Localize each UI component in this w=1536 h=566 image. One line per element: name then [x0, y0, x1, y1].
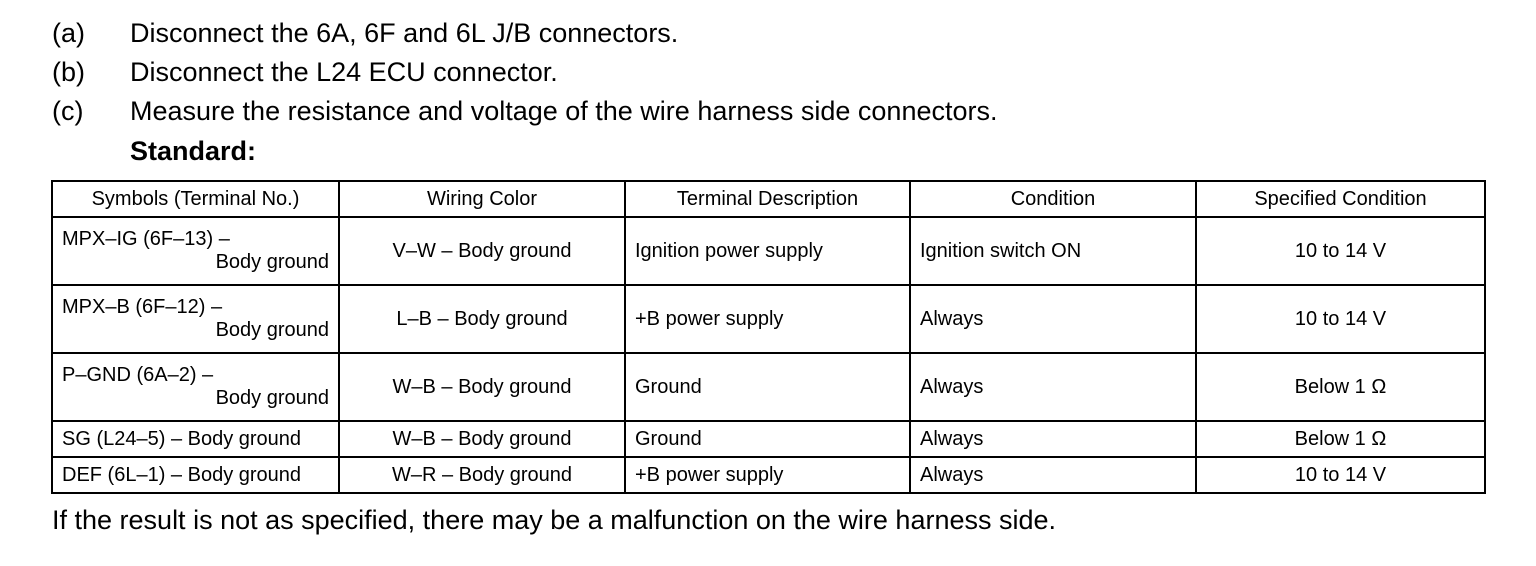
step-letter: (c): [52, 96, 84, 126]
symbol-line-2: Body ground: [215, 319, 329, 341]
cell-symbol: SG (L24–5) – Body ground: [51, 420, 340, 458]
step-text: Disconnect the 6A, 6F and 6L J/B connect…: [130, 18, 679, 48]
step-text: Measure the resistance and voltage of th…: [130, 96, 998, 126]
cell-symbol: DEF (6L–1) – Body ground: [51, 456, 340, 494]
cell-symbol: P–GND (6A–2) – Body ground: [51, 352, 340, 422]
header-wiring-color: Wiring Color: [338, 180, 626, 218]
cell-condition: Always: [909, 352, 1197, 422]
cell-specified: 10 to 14 V: [1195, 456, 1486, 494]
cell-specified: 10 to 14 V: [1195, 216, 1486, 286]
cell-description: +B power supply: [624, 284, 911, 354]
cell-condition: Always: [909, 420, 1197, 458]
header-symbols: Symbols (Terminal No.): [51, 180, 340, 218]
cell-description: +B power supply: [624, 456, 911, 494]
cell-wiring-color: W–B – Body ground: [338, 352, 626, 422]
cell-specified: Below 1 Ω: [1195, 352, 1486, 422]
cell-symbol: MPX–IG (6F–13) – Body ground: [51, 216, 340, 286]
step-b: (b) Disconnect the L24 ECU connector.: [52, 53, 1492, 92]
cell-specified: Below 1 Ω: [1195, 420, 1486, 458]
cell-specified: 10 to 14 V: [1195, 284, 1486, 354]
table-row: DEF (6L–1) – Body ground W–R – Body grou…: [51, 456, 1486, 494]
specification-table: Symbols (Terminal No.) Wiring Color Term…: [51, 180, 1486, 494]
symbol-line-2: Body ground: [215, 251, 329, 273]
step-a: (a) Disconnect the 6A, 6F and 6L J/B con…: [52, 14, 1492, 53]
cell-wiring-color: L–B – Body ground: [338, 284, 626, 354]
cell-symbol: MPX–B (6F–12) – Body ground: [51, 284, 340, 354]
step-letter: (a): [52, 18, 85, 48]
symbol-line-2: Body ground: [215, 387, 329, 409]
symbol-line-1: P–GND (6A–2) –: [62, 364, 214, 386]
table-row: P–GND (6A–2) – Body ground W–B – Body gr…: [51, 352, 1486, 422]
standard-heading: Standard:: [130, 136, 257, 166]
cell-wiring-color: V–W – Body ground: [338, 216, 626, 286]
cell-condition: Always: [909, 456, 1197, 494]
table-row: SG (L24–5) – Body ground W–B – Body grou…: [51, 420, 1486, 458]
cell-wiring-color: W–R – Body ground: [338, 456, 626, 494]
cell-description: Ground: [624, 420, 911, 458]
cell-condition: Ignition switch ON: [909, 216, 1197, 286]
step-letter: (b): [52, 57, 85, 87]
cell-condition: Always: [909, 284, 1197, 354]
step-text: Disconnect the L24 ECU connector.: [130, 57, 558, 87]
step-c: (c) Measure the resistance and voltage o…: [52, 92, 1492, 131]
table-header-row: Symbols (Terminal No.) Wiring Color Term…: [51, 180, 1486, 218]
procedure-steps: (a) Disconnect the 6A, 6F and 6L J/B con…: [52, 14, 1492, 131]
table-row: MPX–B (6F–12) – Body ground L–B – Body g…: [51, 284, 1486, 354]
cell-wiring-color: W–B – Body ground: [338, 420, 626, 458]
symbol-line-1: MPX–B (6F–12) –: [62, 296, 223, 318]
header-specified-condition: Specified Condition: [1195, 180, 1486, 218]
table-row: MPX–IG (6F–13) – Body ground V–W – Body …: [51, 216, 1486, 286]
header-condition: Condition: [909, 180, 1197, 218]
cell-description: Ignition power supply: [624, 216, 911, 286]
result-note: If the result is not as specified, there…: [52, 505, 1057, 535]
symbol-line-1: MPX–IG (6F–13) –: [62, 228, 230, 250]
cell-description: Ground: [624, 352, 911, 422]
header-terminal-description: Terminal Description: [624, 180, 911, 218]
